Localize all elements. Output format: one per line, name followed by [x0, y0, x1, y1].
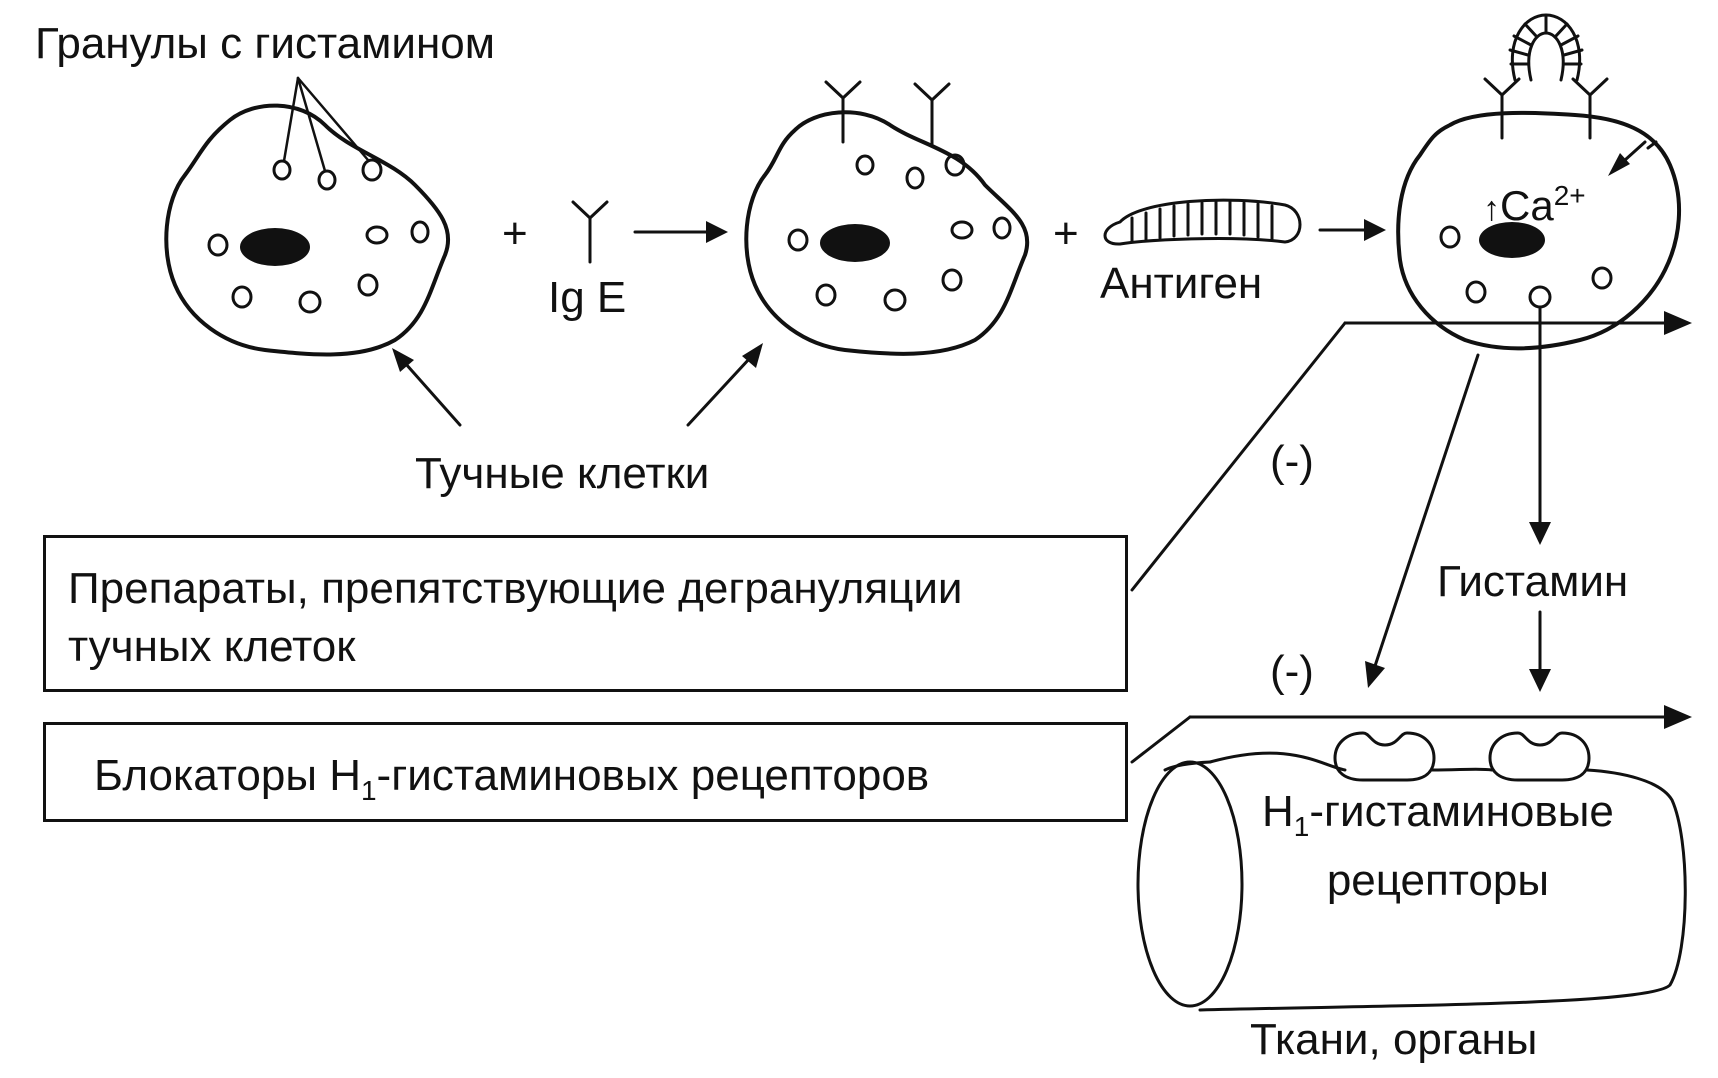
nucleus-1 — [240, 228, 310, 266]
ige-label: Ig E — [548, 273, 627, 322]
degranulation-drugs-box: Препараты, препятствующие дегрануляции т… — [43, 535, 1128, 692]
h1-receptors-label: H1-гистаминовые рецепторы — [1262, 785, 1614, 908]
antigen-icon — [1103, 198, 1302, 246]
calcium-label: ↑Ca2+ — [1483, 182, 1586, 227]
degranulation-inhibition-line — [1130, 311, 1692, 592]
pointer-to-cell-1 — [392, 348, 462, 427]
degranulation-drugs-line1: Препараты, препятствующие дегрануляции — [68, 564, 963, 613]
mast-cell-2 — [744, 110, 1030, 356]
h1-receptor-1 — [1333, 731, 1436, 782]
blocker-diagonal-arrow — [1365, 353, 1480, 688]
crosslinked-antigen-icon — [1508, 13, 1584, 82]
granules-label: Гранулы с гистамином — [35, 19, 495, 68]
h1-receptors-rest: -гистаминовые — [1309, 787, 1614, 836]
histamine-label: Гистамин — [1437, 557, 1629, 606]
minus-label-bottom: (-) — [1270, 647, 1314, 696]
antigen-label: Антиген — [1100, 259, 1263, 308]
calcium-symbol: Ca — [1500, 182, 1554, 229]
plus-sign-2: + — [1053, 209, 1079, 258]
mast-cells-label: Тучные клетки — [415, 449, 710, 498]
bound-ige-cell-2 — [824, 80, 951, 147]
h1-subscript: 1 — [1293, 810, 1310, 842]
ige-antibody-icon — [571, 200, 609, 264]
granules-cell-1 — [207, 158, 430, 314]
histamine-release-arrow — [1529, 306, 1551, 545]
calcium-charge: 2+ — [1553, 180, 1586, 211]
mast-cell-1 — [164, 103, 451, 357]
calcium-up-arrow: ↑ — [1483, 190, 1500, 228]
arrow-ige-to-cell-2 — [633, 221, 728, 243]
histamine-to-receptor-arrow — [1529, 610, 1551, 692]
degranulation-drugs-line2: тучных клеток — [68, 622, 356, 671]
h1-blockers-suffix: -гистаминовых рецепторов — [376, 751, 930, 800]
nucleus-3 — [1479, 222, 1545, 258]
h1-letter: H — [1262, 787, 1294, 836]
h1-receptors-line2: рецепторы — [1326, 855, 1549, 905]
granules-cell-2 — [787, 153, 1012, 312]
h1-blockers-sub: 1 — [360, 774, 377, 806]
h1-blockers-box: Блокаторы H1-гистаминовых рецепторов — [43, 722, 1128, 822]
tissue-cylinder — [1136, 751, 1687, 1012]
plus-sign-1: + — [502, 209, 528, 258]
h1-receptor-2 — [1488, 731, 1591, 782]
tissues-label: Ткани, органы — [1250, 1015, 1538, 1064]
receptor-blockade-line — [1130, 705, 1692, 764]
bound-ige-cell-3 — [1483, 77, 1609, 140]
h1-blockers-text: Блокаторы H1-гистаминовых рецепторов — [94, 747, 1125, 820]
mast-cell-3 — [1396, 110, 1681, 351]
granule-pointer-lines — [282, 76, 370, 173]
calcium-influx-arrow — [1608, 140, 1658, 176]
minus-label-top: (-) — [1270, 437, 1314, 486]
pointer-to-cell-2 — [686, 343, 763, 427]
arrow-antigen-to-cell-3 — [1318, 219, 1386, 241]
nucleus-2 — [820, 224, 890, 262]
h1-blockers-prefix: Блокаторы H — [94, 751, 361, 800]
